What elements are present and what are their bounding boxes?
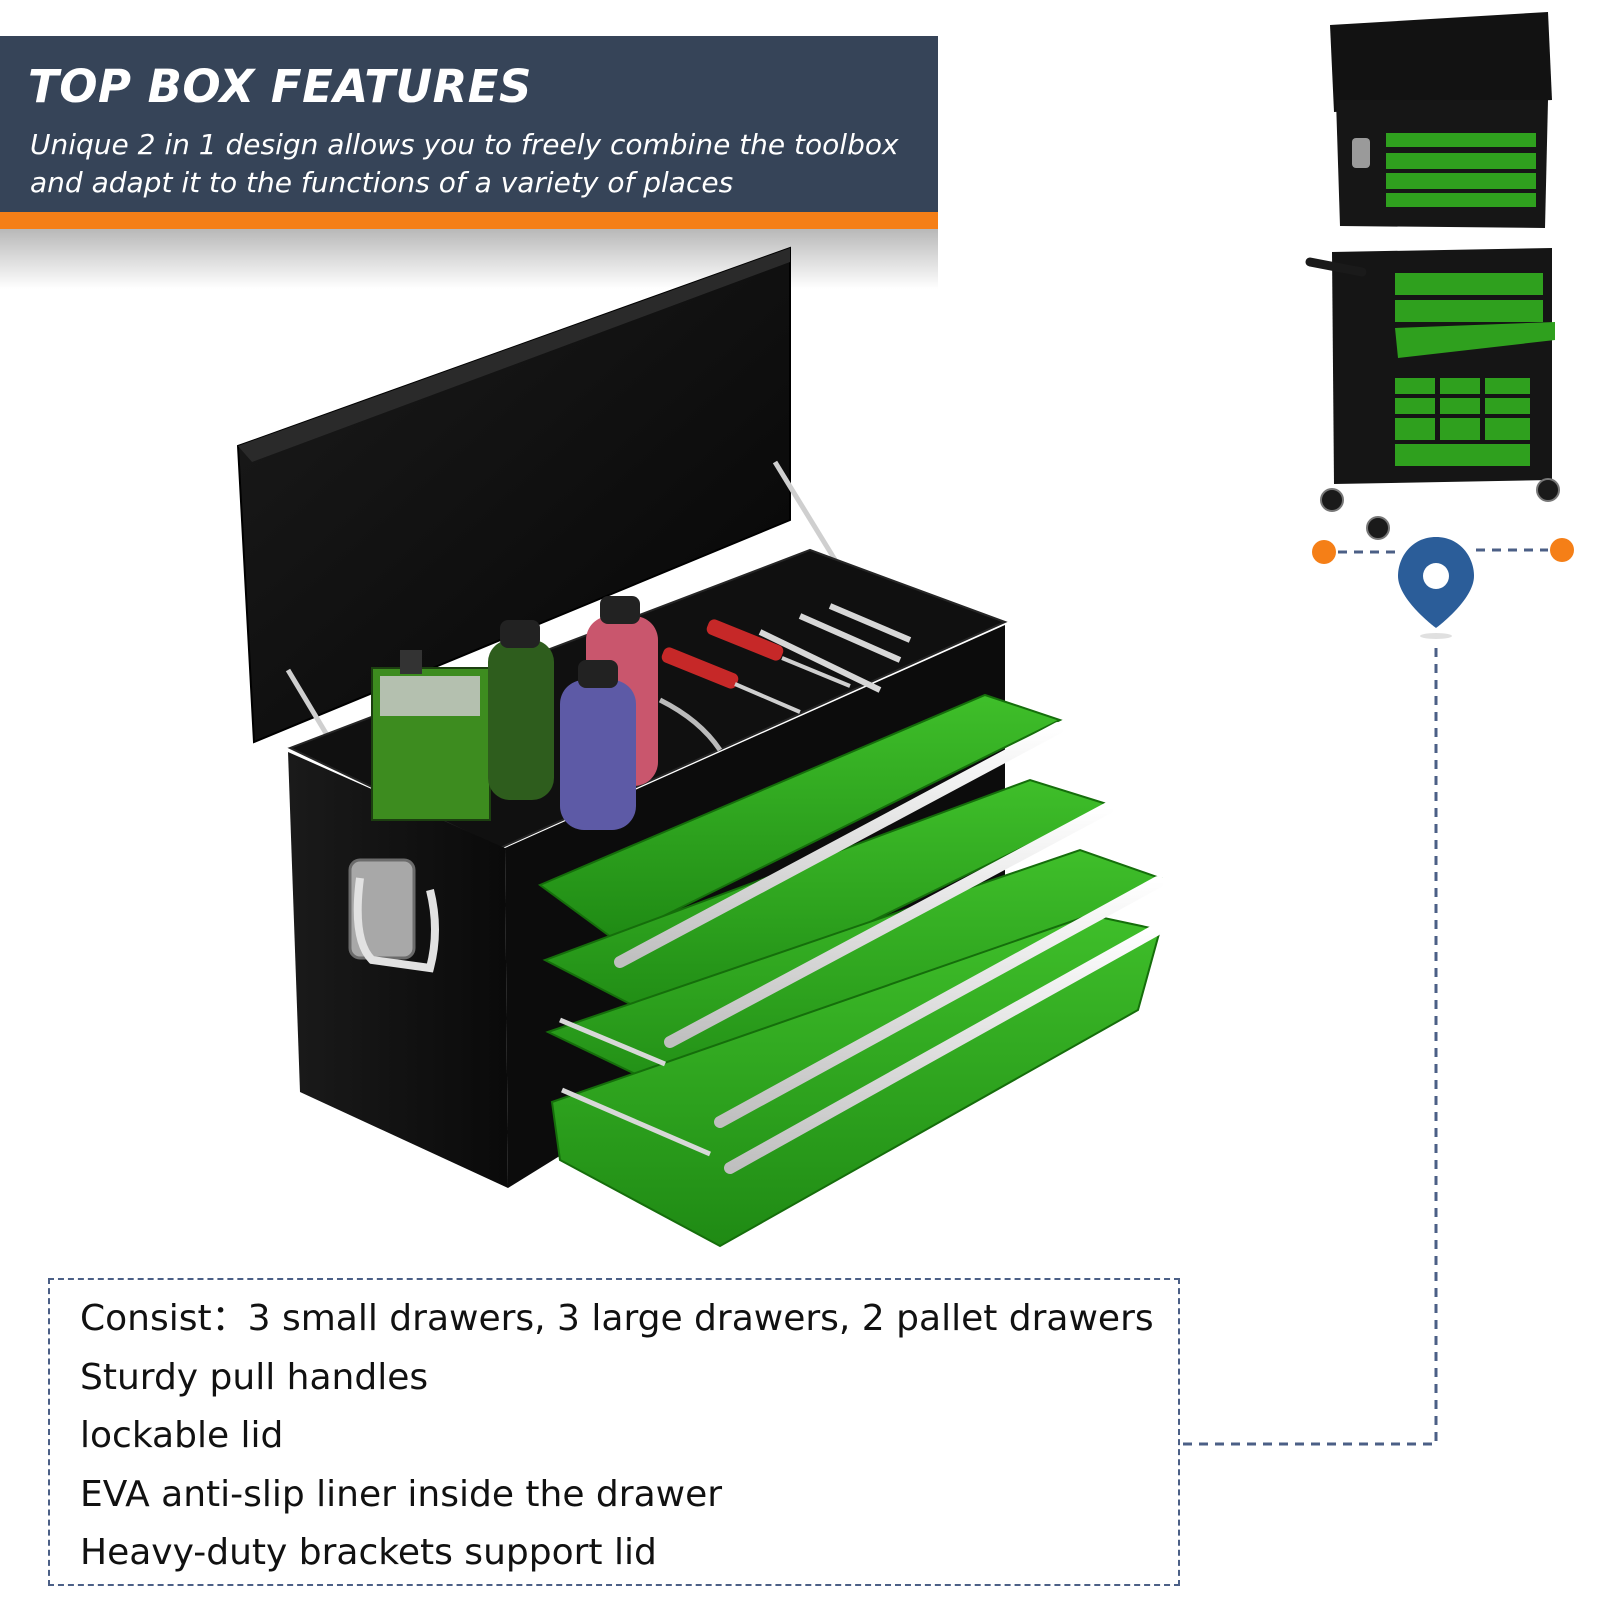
connector-dot-right — [1550, 538, 1574, 562]
features-list: Consist：3 small drawers, 3 large drawers… — [80, 1290, 1154, 1583]
feature-item: Sturdy pull handles — [80, 1356, 429, 1398]
drawer-slide-1 — [559, 1017, 666, 1067]
wrench-3 — [828, 603, 912, 643]
drawer-handle-1 — [614, 722, 1064, 968]
screwdriver-2 — [706, 619, 784, 661]
spray-can-purple — [560, 680, 636, 830]
feature-item: EVA anti-slip liner inside the drawer — [80, 1473, 723, 1515]
drawer-handle-2 — [664, 802, 1114, 1048]
banner-title: TOP BOX FEATURES — [28, 60, 532, 113]
drawer-handle-4 — [724, 924, 1162, 1174]
wrench-2 — [798, 613, 902, 663]
spray-can-green — [488, 640, 554, 800]
connector-line — [1182, 537, 1574, 1446]
thumbnail-rolling-cabinet — [1305, 248, 1560, 540]
side-handle — [348, 858, 439, 973]
drawer-handle-3 — [714, 876, 1164, 1128]
header-banner — [0, 36, 938, 212]
banner-accent-stripe — [0, 212, 938, 229]
tray-contents — [371, 596, 912, 830]
banner-subtitle: Unique 2 in 1 design allows you to freel… — [30, 128, 899, 199]
pliers — [658, 697, 723, 752]
toolbox-side — [288, 752, 508, 1188]
drawer-small-1 — [537, 693, 1063, 942]
thumbnail-top-box — [1330, 12, 1552, 228]
wrench-1 — [758, 629, 882, 693]
lid-bracket-left — [285, 668, 333, 742]
drawer-slide-2 — [561, 1087, 711, 1157]
feature-item: Consist：3 small drawers, 3 large drawers… — [80, 1298, 1154, 1339]
feature-item: lockable lid — [80, 1415, 284, 1456]
feature-item: Heavy-duty brackets support lid — [80, 1532, 657, 1573]
lid-rim — [238, 248, 790, 462]
connector-dot-left — [1312, 540, 1336, 564]
features-box: Consist：3 small drawers, 3 large drawers… — [48, 1278, 1180, 1586]
main-toolbox — [236, 246, 1164, 1248]
lid-bracket-right — [772, 460, 843, 570]
drawer-stack — [537, 693, 1164, 1248]
screwdriver-1 — [661, 647, 739, 689]
